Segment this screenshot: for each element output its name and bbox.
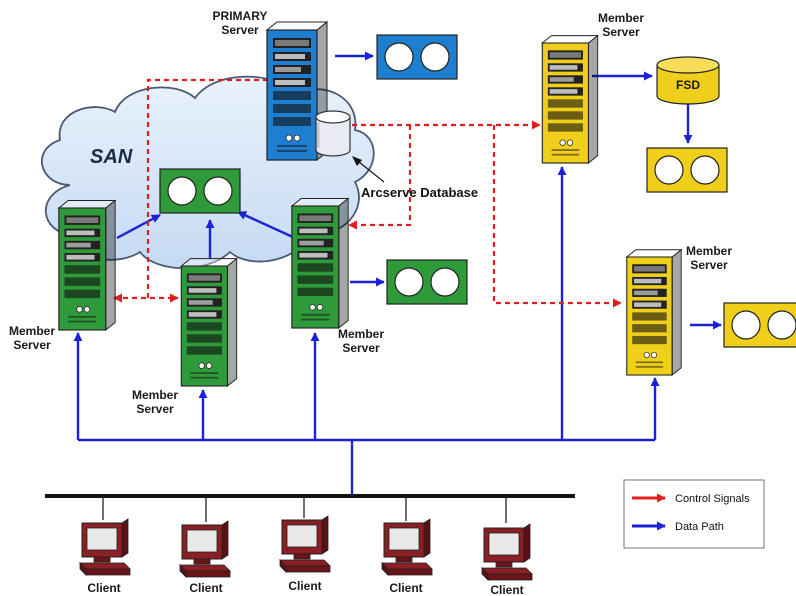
- legend-control-label: Control Signals: [675, 493, 750, 505]
- client-1-label: Client: [87, 581, 120, 595]
- member-center-label-line1: Member: [132, 388, 178, 402]
- legend: Control Signals Data Path: [623, 479, 765, 549]
- member-bottom-right-label-line1: Member: [686, 244, 732, 258]
- data-path-lines: [73, 51, 722, 495]
- member-server-top-right-icon: [541, 35, 599, 164]
- member-right-label-line1: Member: [338, 327, 384, 341]
- member-left-label-line1: Member: [9, 324, 55, 338]
- member-tape-icon: [386, 259, 468, 305]
- client-5-icon: [481, 523, 533, 581]
- member-bottom-right-label-line2: Server: [690, 258, 728, 272]
- client-4-label: Client: [389, 581, 422, 595]
- member-top-right-label-line1: Member: [598, 11, 644, 25]
- member-center-label-line2: Server: [136, 402, 174, 416]
- fsd-disk-icon: [656, 56, 720, 105]
- member-right-label-line2: Server: [342, 341, 380, 355]
- primary-label-line1: PRIMARY: [213, 9, 268, 23]
- client-3-label: Client: [288, 579, 321, 593]
- member-server-center-icon: [180, 258, 238, 387]
- client-5-label: Client: [490, 583, 523, 596]
- yellow-member-tape-icon: [723, 302, 796, 348]
- network-bus: [45, 494, 575, 498]
- member-server-right-icon: [291, 197, 349, 329]
- member-left-label-line2: Server: [13, 338, 51, 352]
- legend-data-label: Data Path: [675, 521, 724, 533]
- primary-label-line2: Server: [221, 23, 259, 37]
- database-icon: [315, 110, 351, 157]
- san-label: SAN: [90, 146, 133, 168]
- fsd-label: FSD: [676, 78, 700, 92]
- client-4-icon: [381, 518, 433, 576]
- database-label: Arcserve Database: [361, 185, 478, 200]
- control-signal-lines: [113, 78, 622, 308]
- san-tape-icon: [159, 168, 241, 214]
- member-top-right-label-line2: Server: [602, 25, 640, 39]
- primary-tape-icon: [376, 34, 458, 80]
- client-2-label: Client: [189, 581, 222, 595]
- member-server-bottom-right-icon: [626, 249, 682, 376]
- client-3-icon: [279, 515, 331, 573]
- client-2-icon: [179, 520, 231, 578]
- client-1-icon: [79, 518, 131, 576]
- member-server-left-icon: [58, 199, 116, 331]
- client-drop-lines: [102, 498, 507, 523]
- fsd-tape-icon: [646, 147, 728, 193]
